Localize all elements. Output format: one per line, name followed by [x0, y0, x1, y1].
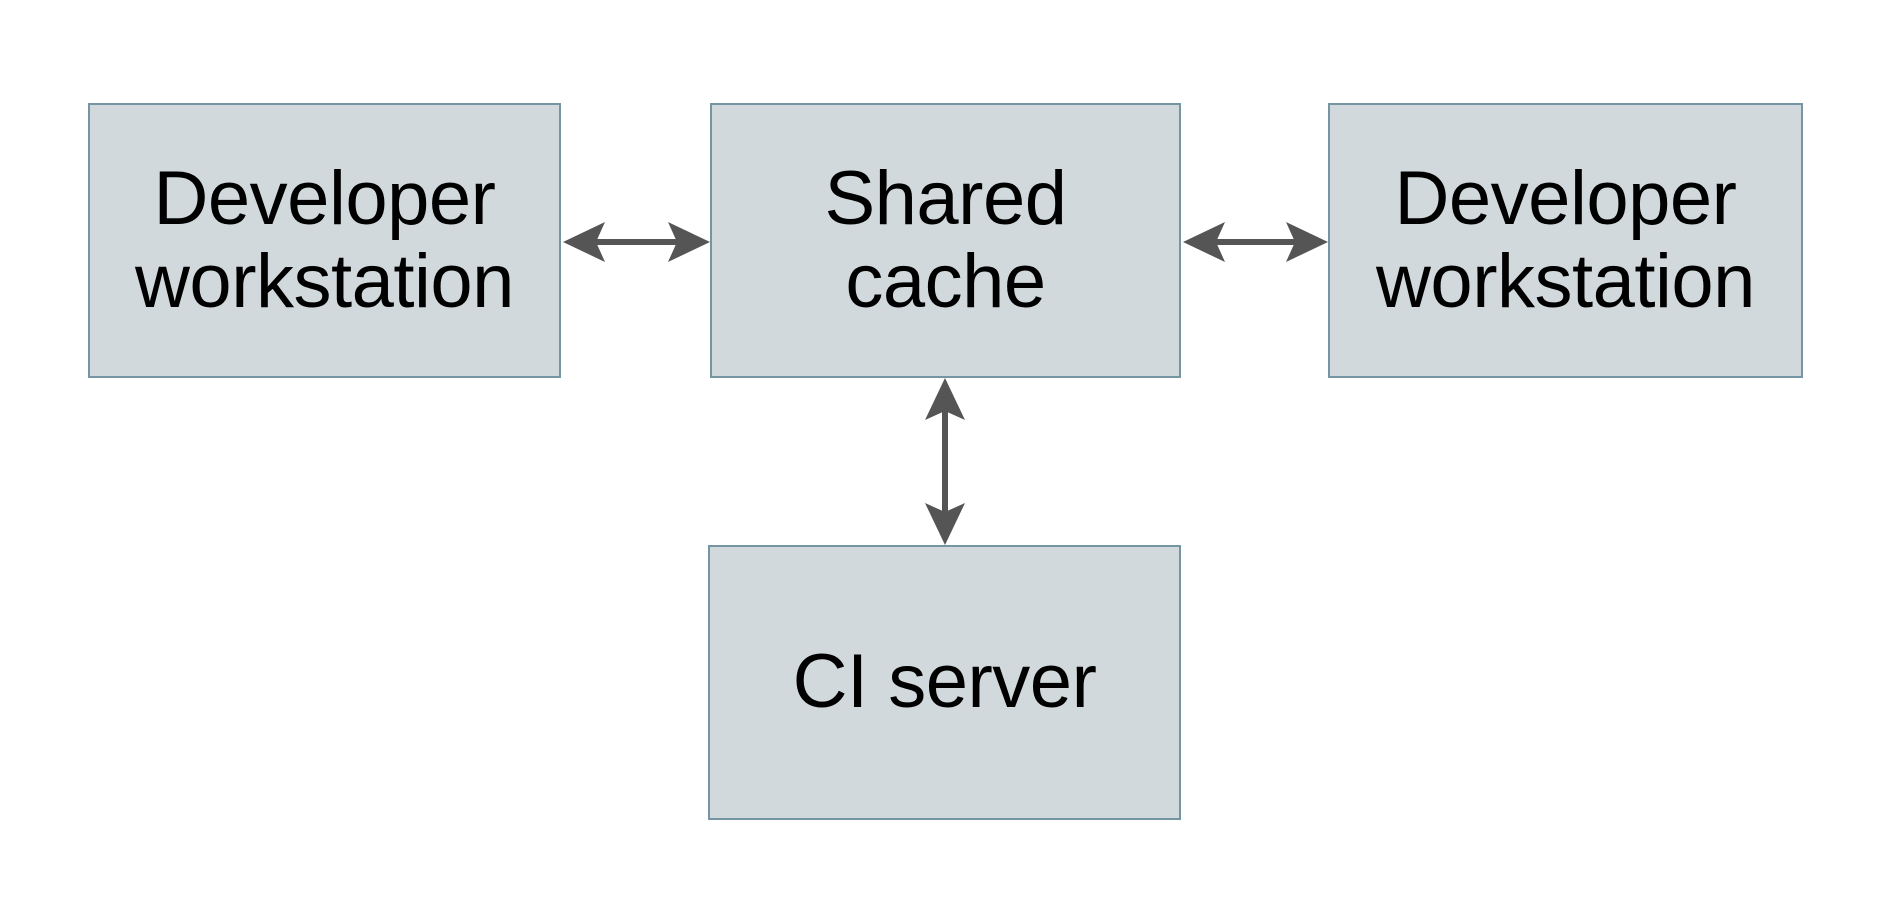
edge-devleft-cache-arrow	[563, 222, 710, 262]
node-label: Shared cache	[824, 156, 1067, 324]
node-shared-cache[interactable]: Shared cache	[710, 103, 1181, 378]
edge-cache-ci-arrow	[925, 378, 965, 545]
node-developer-workstation-right[interactable]: Developer workstation	[1328, 103, 1803, 378]
node-ci-server[interactable]: CI server	[708, 545, 1181, 820]
node-developer-workstation-left[interactable]: Developer workstation	[88, 103, 561, 378]
node-label: Developer workstation	[135, 156, 514, 324]
node-label: CI server	[792, 639, 1097, 725]
edge-devleft-cache-arrowhead-left	[563, 222, 605, 262]
edge-cache-devright-arrow	[1183, 222, 1328, 262]
edge-cache-devright-arrowhead-right	[1286, 222, 1328, 262]
edge-devleft-cache-arrowhead-right	[668, 222, 710, 262]
edge-cache-ci-arrowhead-bottom	[925, 503, 965, 545]
edge-cache-devright-arrowhead-left	[1183, 222, 1225, 262]
edge-cache-ci-arrowhead-top	[925, 378, 965, 420]
node-label: Developer workstation	[1376, 156, 1755, 324]
